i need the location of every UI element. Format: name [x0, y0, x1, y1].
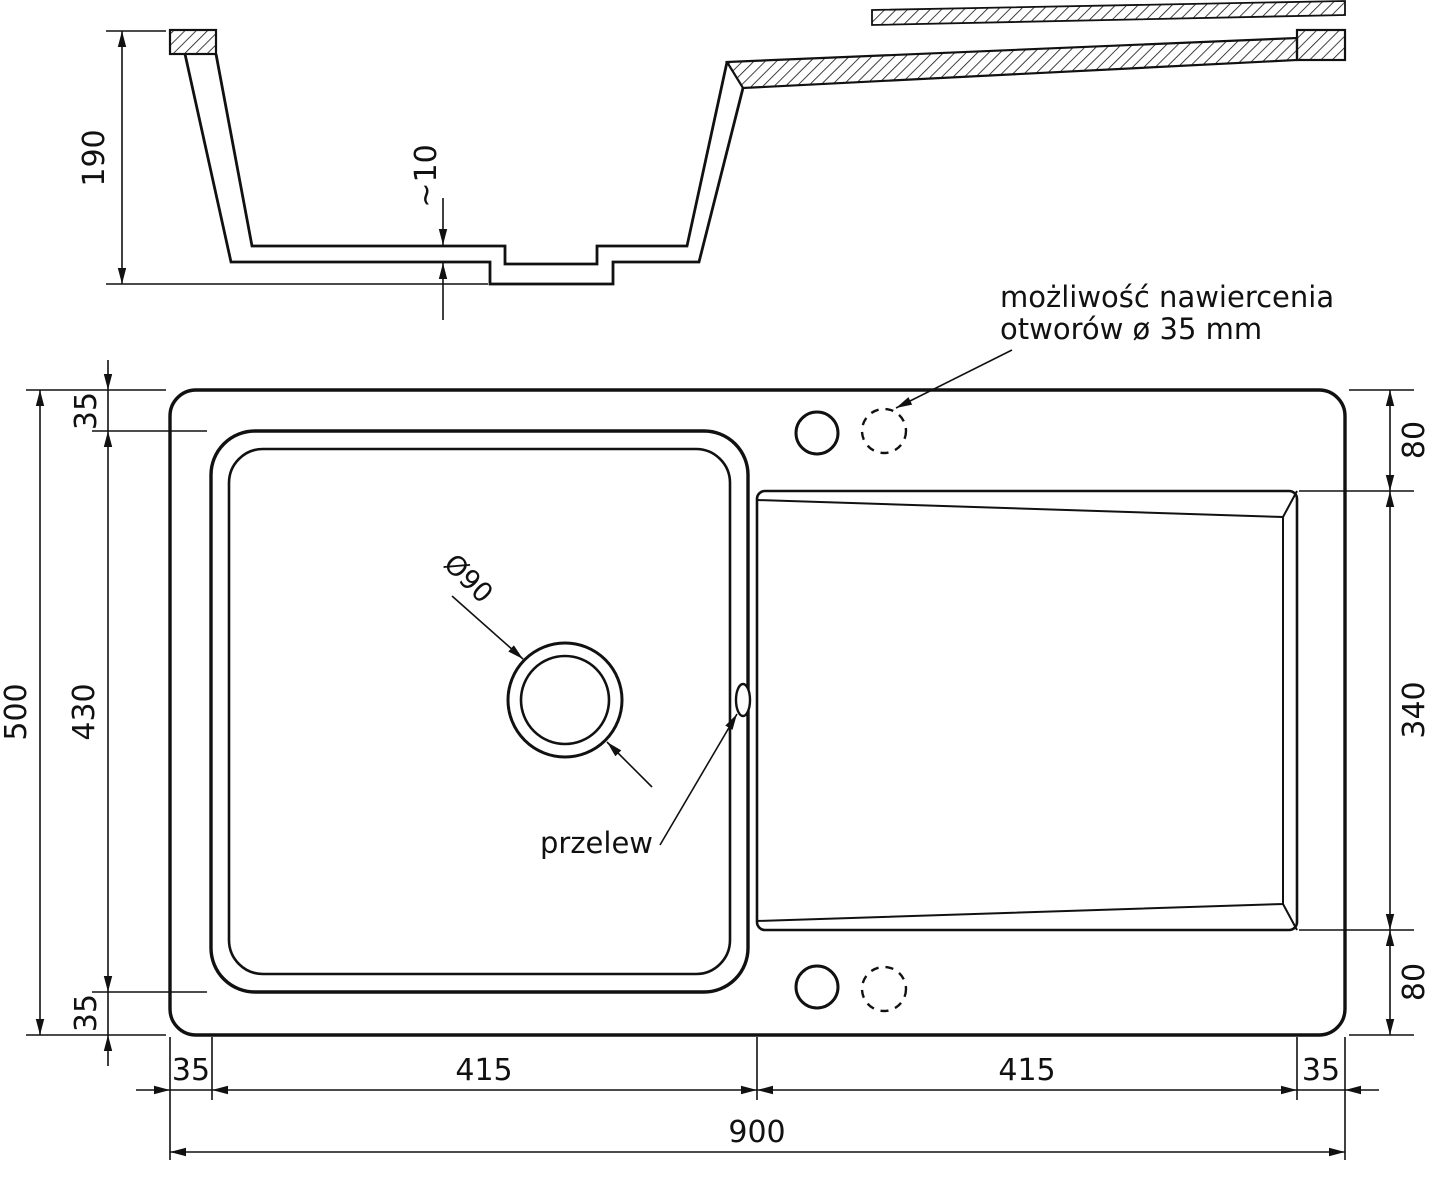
dim-hole-bottom-label: 80	[1397, 963, 1432, 1001]
leader-line	[659, 713, 738, 846]
overflow-slot	[734, 682, 752, 718]
drain-inner-circle	[519, 654, 611, 746]
section-bowl-inner-profile	[214, 53, 729, 266]
dim-bowl-width-label: 415	[455, 1053, 512, 1088]
section-back-edge-hatch	[871, 0, 1346, 26]
dim-bottom-thickness-label: ~10	[409, 144, 444, 207]
section-left-rim-hatch	[168, 28, 218, 56]
leader-line	[606, 741, 653, 788]
optional-hole-bottom-dashed	[860, 965, 908, 1013]
optional-hole-top-dashed	[860, 407, 908, 455]
drainboard-corner-lines	[1282, 490, 1298, 931]
dim-left-margin-label: 35	[172, 1053, 210, 1088]
dim-bowl-height-label: 430	[67, 683, 102, 740]
drain-outer-circle	[506, 641, 624, 759]
faucet-hole-top	[794, 410, 840, 456]
dimension-bottom-thickness: ~10	[409, 144, 448, 320]
section-right-rim-hatch	[1295, 28, 1347, 62]
section-bowl-outer-profile	[183, 53, 745, 286]
sink-outline	[168, 388, 1347, 1037]
overflow-label: przelew	[540, 826, 653, 860]
plan-view: Ø90 przelew możliwość nawiercenia otworó…	[0, 280, 1432, 1160]
dim-drainboard-width-label: 415	[998, 1053, 1055, 1088]
dim-total-width-label: 900	[728, 1115, 785, 1150]
dimension-depth: 190	[77, 30, 488, 285]
leader-line	[451, 595, 524, 660]
dim-top-margin-label: 35	[69, 392, 104, 430]
annotation-overflow: przelew	[540, 713, 738, 860]
dim-hole-top-label: 80	[1397, 421, 1432, 459]
plan-dimensions: 500 35 430 35 80 340 80	[0, 360, 1432, 1160]
leader-line	[895, 349, 1013, 409]
note-line-2: otworów ø 35 mm	[1000, 312, 1262, 346]
dim-depth-label: 190	[77, 129, 112, 186]
drainboard-outline	[755, 489, 1299, 932]
annotation-drilling-note: możliwość nawiercenia otworów ø 35 mm	[895, 280, 1334, 409]
dim-right-margin-label: 35	[1302, 1053, 1340, 1088]
drainboard-slope-lines	[756, 499, 1284, 922]
note-line-1: możliwość nawiercenia	[1000, 280, 1334, 314]
section-view: 190 ~10	[77, 0, 1347, 320]
dim-total-height-label: 500	[0, 683, 34, 740]
bowl-inner-edge	[227, 447, 732, 976]
faucet-hole-bottom	[794, 964, 840, 1010]
dim-bottom-margin-label: 35	[69, 994, 104, 1032]
dim-drainboard-height-label: 340	[1397, 681, 1432, 738]
